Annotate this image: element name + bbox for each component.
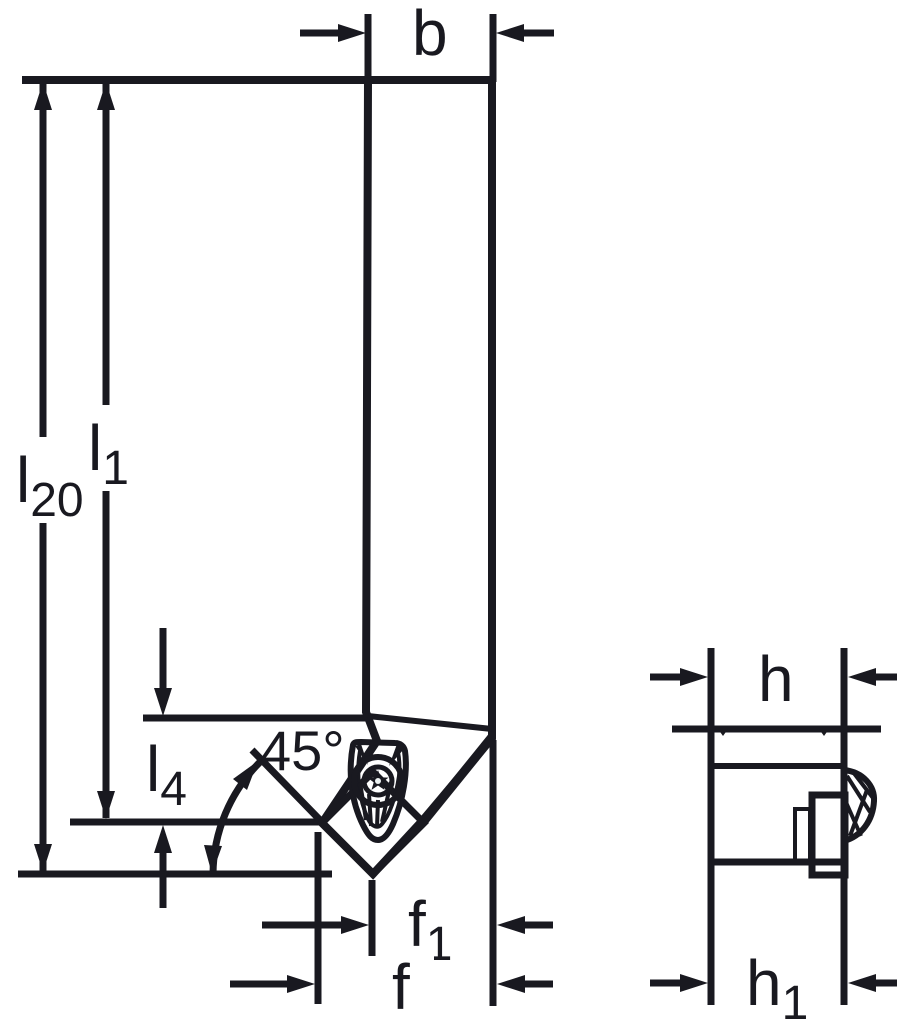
dim-l4 (154, 628, 172, 908)
label-box-l4 (131, 726, 199, 812)
label-box-l1 (75, 405, 139, 491)
arrow-left-icon (497, 975, 525, 993)
arrow-up-right-icon (233, 761, 258, 790)
angle-label: 45° (260, 719, 345, 782)
clamp-side (841, 766, 878, 845)
insert-side (808, 791, 849, 879)
shim-side (793, 807, 812, 864)
head-45-edge (420, 734, 496, 824)
label-box-f (377, 949, 434, 1023)
arrow-right-icon (287, 975, 315, 993)
dim-label-l20: l20 (16, 444, 84, 527)
head-boundary-line (367, 713, 493, 732)
side-view (650, 648, 897, 1005)
label-box-h1 (737, 940, 817, 1024)
arrow-up-icon (154, 825, 172, 853)
chamfer-notch (718, 729, 728, 736)
dim-label-b: b (412, 0, 448, 69)
hatch-line (845, 774, 872, 814)
arrow-right-icon (680, 668, 708, 686)
arrow-up-icon (97, 82, 115, 110)
hatch-line (848, 789, 869, 837)
label-box-f1 (396, 881, 469, 968)
chamfer-notch (819, 729, 829, 736)
hatch-line (851, 770, 875, 800)
angle-annotation (204, 747, 323, 875)
dim-label-h: h (758, 643, 794, 715)
dim-label-l1: l1 (88, 412, 129, 495)
arrow-left-icon (496, 24, 524, 42)
screw-head (351, 754, 405, 808)
label-box-h (747, 637, 808, 718)
angle-leg-line (249, 747, 323, 823)
arrow-right-icon (338, 24, 366, 42)
label-box-b (399, 0, 461, 69)
clamp-fan-line (367, 793, 373, 827)
arrow-right-icon (680, 974, 708, 992)
clamp-bulge-outline (841, 766, 878, 845)
clamp-outline (347, 738, 409, 844)
screw-ring (361, 764, 395, 798)
torx-center (375, 778, 381, 784)
dim-f (230, 975, 553, 993)
arrow-down-icon (204, 845, 222, 874)
arrow-down-icon (154, 688, 172, 716)
arrow-down-icon (97, 791, 115, 819)
front-view (18, 14, 554, 1006)
arrow-left-icon (848, 974, 876, 992)
dimension-labels: b l20 l1 l4 45° f1 f h h1 (8, 0, 817, 1024)
arrow-up-icon (34, 82, 52, 110)
label-box-l20 (8, 437, 93, 523)
dim-f1 (262, 916, 553, 934)
dim-h1 (650, 974, 897, 992)
dim-h (650, 668, 897, 686)
dim-b (300, 24, 554, 42)
arrow-left-icon (497, 916, 525, 934)
dim-label-l4: l4 (146, 733, 187, 816)
clamp-front (347, 738, 409, 844)
arrow-left-icon (848, 668, 876, 686)
dim-label-f: f (392, 951, 410, 1023)
arrow-down-icon (34, 844, 52, 872)
dim-label-h1: h1 (746, 947, 808, 1024)
arrow-right-icon (341, 916, 369, 934)
